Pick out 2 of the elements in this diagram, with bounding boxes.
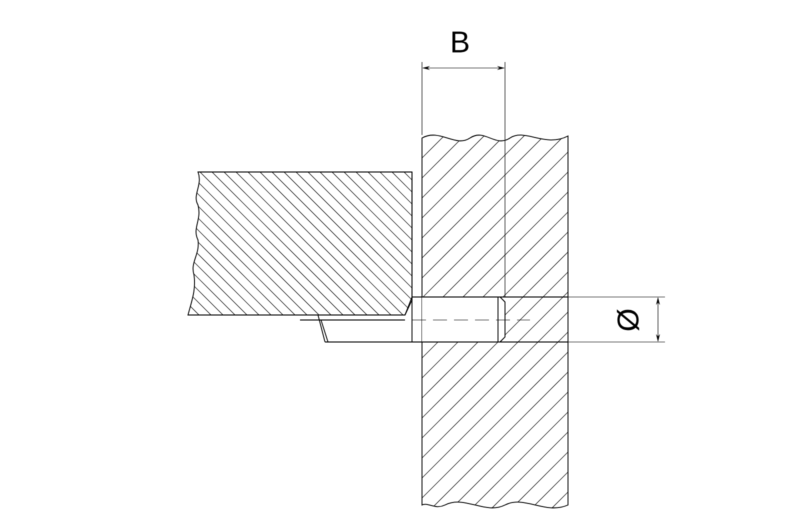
dimension-label: B (452, 32, 468, 52)
dimension-label: Ø (616, 309, 640, 331)
